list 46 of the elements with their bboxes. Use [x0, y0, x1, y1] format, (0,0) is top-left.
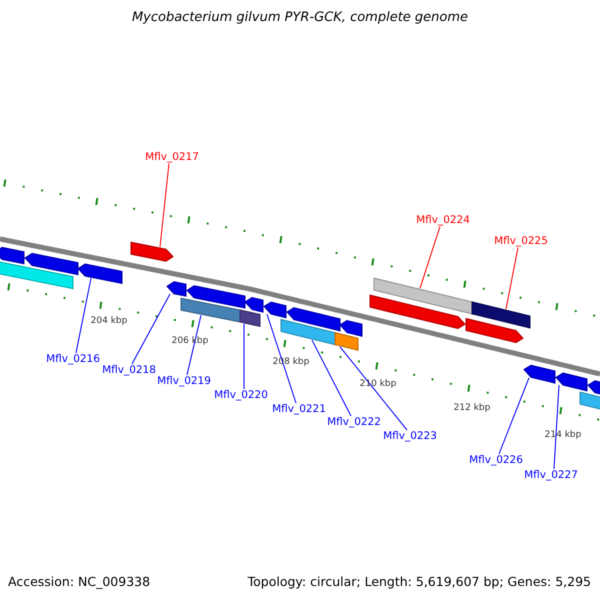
gene-feature — [77, 263, 122, 284]
gene-feature — [240, 309, 260, 328]
gene-label: Mflv_0227 — [524, 470, 578, 480]
gene-feature — [334, 332, 358, 351]
gene-label: Mflv_0222 — [327, 417, 381, 428]
footer-text: Accession: NC_009338 — [8, 576, 150, 588]
gene-feature — [472, 301, 530, 329]
gene-feature — [280, 318, 336, 346]
footer-text: Topology: circular; Length: 5,619,607 bp; Genes: 5,295 — [248, 576, 591, 588]
gene-feature — [286, 307, 340, 332]
gene-label: Mflv_0225 — [494, 236, 548, 246]
gene-feature — [180, 298, 240, 323]
gene-feature — [523, 364, 556, 384]
leader-line — [498, 377, 530, 454]
title: Mycobacterium gilvum PYR-GCK, complete genome — [130, 11, 470, 24]
leader-line — [340, 346, 408, 430]
scale-label: 212 kbp — [454, 404, 490, 413]
gene-feature — [263, 302, 286, 318]
gene-feature — [374, 277, 472, 315]
leader-line — [420, 226, 440, 289]
gene-label: Mflv_0216 — [46, 354, 100, 364]
gene-label: Mflv_0223 — [383, 431, 437, 442]
leader-line — [160, 163, 170, 248]
gene-feature — [0, 246, 24, 264]
gene-feature — [130, 242, 174, 262]
gene-feature — [244, 296, 264, 313]
gene-feature — [0, 260, 74, 290]
gene-feature — [370, 294, 466, 330]
leader-line — [266, 314, 296, 404]
gene-feature — [339, 320, 362, 337]
gene-feature — [580, 392, 600, 412]
gene-feature — [587, 380, 600, 398]
gene-feature — [166, 281, 186, 297]
gene-feature — [466, 318, 524, 344]
scale-label: 204 kbp — [90, 317, 128, 326]
gene-label: Mflv_0226 — [469, 455, 523, 466]
leader-line — [554, 384, 560, 470]
leader-line — [312, 340, 352, 416]
gene-label: Mflv_0217 — [145, 152, 199, 162]
leader-line — [76, 278, 92, 354]
gene-label: Mflv_0221 — [272, 404, 326, 414]
gene-label: Mflv_0220 — [214, 390, 268, 400]
gene-label: Mflv_0219 — [157, 376, 211, 386]
gene-label: Mflv_0218 — [102, 365, 156, 376]
leader-line — [132, 294, 170, 364]
gene-label: Mflv_0224 — [416, 215, 470, 226]
